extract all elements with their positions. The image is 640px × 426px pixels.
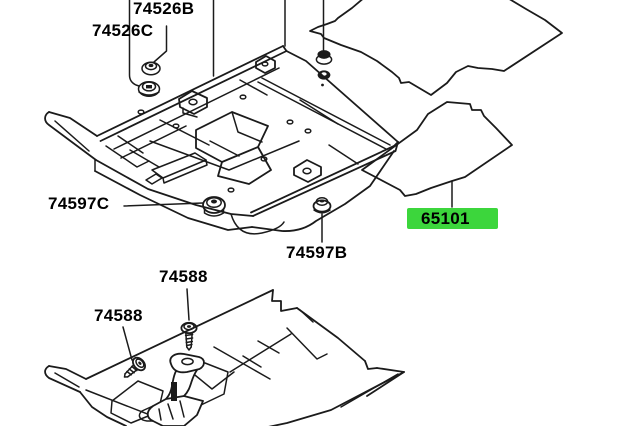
bolt-74597b	[312, 197, 332, 214]
leader-line-74597c	[123, 202, 204, 207]
leader-line-74588-lower	[122, 326, 133, 361]
front-floor-panel-drawing	[44, 289, 405, 426]
leader-lines-top	[212, 0, 325, 77]
part-label-74526b[interactable]: 74526B	[133, 0, 195, 18]
screw-74588-angled	[123, 356, 146, 378]
carpet-outline-rear	[309, 0, 563, 96]
screw-74588-vertical	[180, 321, 198, 351]
rear-floor-panel-drawing	[44, 45, 399, 235]
part-label-74597c[interactable]: 74597C	[48, 194, 110, 213]
grommet-74526c	[141, 61, 161, 76]
leader-line-74526b	[128, 0, 140, 87]
part-label-74588-lower[interactable]: 74588	[94, 306, 143, 325]
bolt-74597c	[202, 196, 226, 217]
part-label-74588-upper[interactable]: 74588	[159, 267, 208, 286]
plug-74526b	[137, 81, 161, 97]
leader-line-74588-upper	[186, 288, 190, 321]
ring-grommet	[317, 70, 331, 87]
hook-bracket	[138, 352, 205, 426]
part-label-65101-selected[interactable]: 65101	[407, 208, 498, 229]
part-label-74526c[interactable]: 74526C	[92, 21, 154, 40]
push-pin-fastener	[315, 50, 333, 65]
part-label-74597b[interactable]: 74597B	[286, 243, 348, 262]
leader-line-74526c	[153, 25, 168, 63]
